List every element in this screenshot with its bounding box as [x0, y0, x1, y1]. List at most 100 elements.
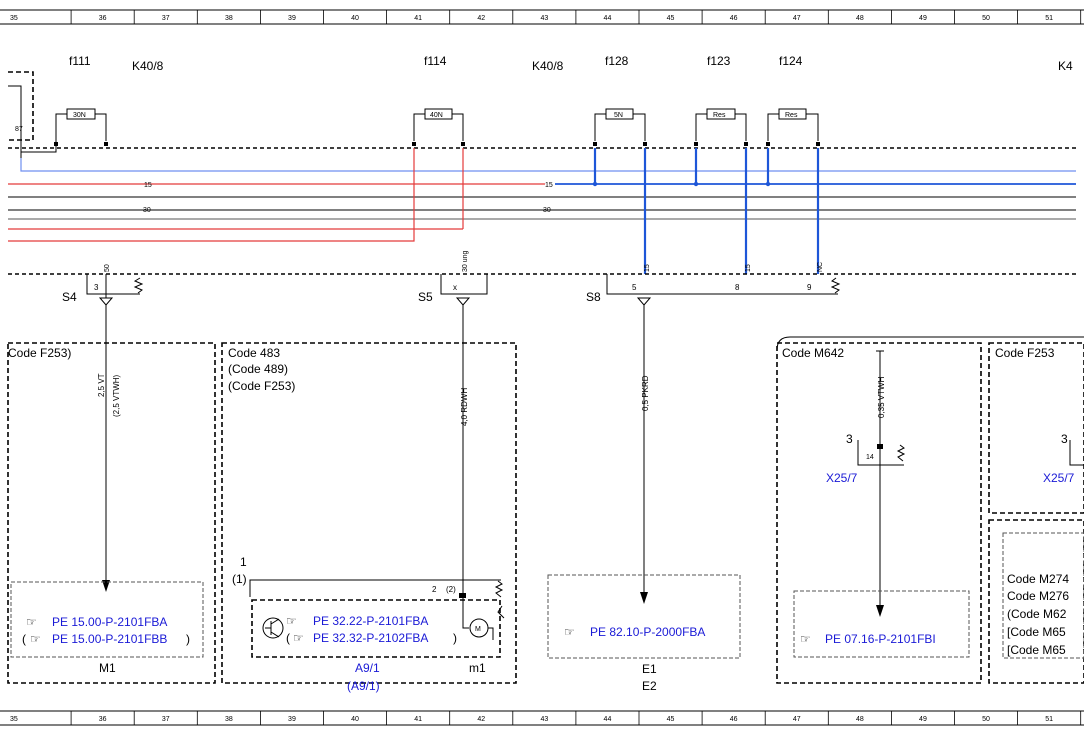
connector-x25-7-right: 3 X25/7	[1043, 432, 1084, 485]
fuse-rating-f114: 40N	[430, 112, 443, 119]
ref-link-a9-b[interactable]: PE 32.32-P-2102FBA	[313, 631, 428, 645]
connector-s5-label: S5	[418, 290, 433, 304]
code-label-483: Code 483	[228, 346, 280, 360]
ruler-column-number: 43	[540, 716, 548, 723]
ref-box-x25	[793, 590, 970, 658]
component-label-e2: E2	[642, 679, 657, 693]
ref-link-a9-a[interactable]: PE 32.22-P-2101FBA	[313, 614, 428, 628]
ref-box-e1	[547, 574, 741, 659]
ruler-column-number: 45	[667, 15, 675, 22]
terminal-label-30-ung: 30 ung	[462, 250, 469, 272]
connector-s4: 3 S4	[62, 274, 144, 306]
component-a9-1: 1 (1) 2 (2) ☞ PE 32.22-P-2101FBA ( ☞ PE …	[232, 555, 505, 693]
wire-light-blue	[20, 158, 1076, 172]
connector-s8-pin-9: 9	[807, 283, 812, 292]
ruler-column-number: 50	[982, 716, 990, 723]
code-box-483	[221, 342, 517, 684]
relay-label-k4-edge: K4	[1058, 59, 1073, 73]
fuse-f114: 40N	[413, 108, 464, 141]
terminal-label-50: 50	[104, 264, 111, 272]
ruler-column-number: 49	[919, 15, 927, 22]
x25-right-pin-3: 3	[1061, 432, 1068, 446]
wire-blue-verticals	[592, 148, 820, 274]
connector-s8-pin-8: 8	[735, 283, 740, 292]
fuse-rating-f128: 5N	[614, 112, 623, 119]
connector-s4-label: S4	[62, 290, 77, 304]
code-label-m65-b: [Code M65	[1007, 643, 1066, 657]
bus-label-15-left: 15	[144, 182, 152, 189]
ruler-column-number: 41	[414, 716, 422, 723]
wire-e1-color: 0,5 PKRD	[641, 375, 650, 411]
ruler-column-number: 36	[99, 716, 107, 723]
fuse-rating-f123: Res	[713, 112, 726, 119]
ruler-column-number: 40	[351, 15, 359, 22]
component-label-m1-small: m1	[469, 661, 486, 675]
ruler-column-number: 47	[793, 716, 801, 723]
fuse-label-f124: f124	[779, 54, 803, 68]
ref-link-e1[interactable]: PE 82.10-P-2000FBA	[590, 625, 705, 639]
fuse-label-f123: f123	[707, 54, 731, 68]
x25-terminal-14: 14	[866, 454, 874, 461]
connector-s5: x S5	[418, 274, 488, 306]
ruler-column-number: 46	[730, 15, 738, 22]
ruler-column-number: 36	[99, 15, 107, 22]
code-label-m62: (Code M62	[1007, 607, 1067, 621]
ruler-column-number: 42	[477, 15, 485, 22]
fuse-label-f114: f114	[424, 54, 447, 68]
hand-icon: ☞	[30, 632, 41, 646]
connector-s8: 5 8 9 S8	[586, 274, 841, 306]
ruler-column-number: 35	[10, 716, 18, 723]
terminal-label-15-a: 15	[644, 264, 651, 272]
code-box-f253-right	[988, 342, 1084, 514]
ref-link-m1-b[interactable]: PE 15.00-P-2101FBB	[52, 632, 167, 646]
wire-a9: 4,0 RDWH	[460, 305, 469, 595]
terminal-label-15-b: 15	[745, 264, 752, 272]
hand-icon: ☞	[564, 625, 575, 639]
x25-right-label: X25/7	[1043, 471, 1075, 485]
ruler-column-number: 39	[288, 15, 296, 22]
wire-e1: 0,5 PKRD	[640, 305, 650, 604]
wire-x25: 0,35 VTWH	[876, 350, 886, 617]
code-label-m274: Code M274	[1007, 572, 1069, 586]
hand-icon: ☞	[26, 615, 37, 629]
code-label-f253-left: Code F253)	[8, 346, 71, 360]
code-label-f253-right: Code F253	[995, 346, 1055, 360]
paren-open-a9: (	[286, 631, 290, 645]
fuse-terminal-ticks	[54, 142, 820, 146]
wire-m1-color-alt: (2,5 VTWH)	[112, 374, 121, 417]
ref-link-m1-a[interactable]: PE 15.00-P-2101FBA	[52, 615, 167, 629]
code-label-f253-mid: (Code F253)	[228, 379, 295, 393]
terminal-label-nc: NC	[817, 262, 824, 272]
x25-pin-3: 3	[846, 432, 853, 446]
ruler-column-number: 49	[919, 716, 927, 723]
fuse-label-f128: f128	[605, 54, 629, 68]
code-label-m642: Code M642	[782, 346, 844, 360]
x25-label: X25/7	[826, 471, 858, 485]
fuse-f124: Res	[767, 108, 819, 141]
code-box-f253-left	[7, 342, 216, 684]
connector-s4-pin: 3	[94, 283, 99, 292]
hand-icon: ☞	[293, 631, 304, 645]
ruler-column-number: 37	[162, 716, 170, 723]
ruler-column-number: 46	[730, 716, 738, 723]
fuse-f128: 5N	[594, 108, 646, 141]
ruler-column-number: 51	[1045, 716, 1053, 723]
ref-link-x25[interactable]: PE 07.16-P-2101FBI	[825, 632, 936, 646]
ruler-column-number: 51	[1045, 15, 1053, 22]
ruler-column-number: 37	[162, 15, 170, 22]
ruler-column-number: 45	[667, 716, 675, 723]
wire-a9-color: 4,0 RDWH	[460, 388, 469, 426]
fuse-label-f111: f111	[69, 54, 91, 68]
ruler-column-number: 44	[604, 15, 612, 22]
a9-pin-1-alt: (1)	[232, 572, 247, 586]
ruler-column-number: 40	[351, 716, 359, 723]
paren-close-a9: )	[453, 631, 457, 645]
relay-pin-87: 87	[15, 126, 23, 133]
ruler-column-number: 50	[982, 15, 990, 22]
fuse-f123: Res	[695, 108, 747, 141]
a9-pin-1: 1	[240, 555, 247, 569]
wire-x25-color: 0,35 VTWH	[877, 376, 886, 418]
a9-pin-2: 2	[432, 585, 437, 594]
